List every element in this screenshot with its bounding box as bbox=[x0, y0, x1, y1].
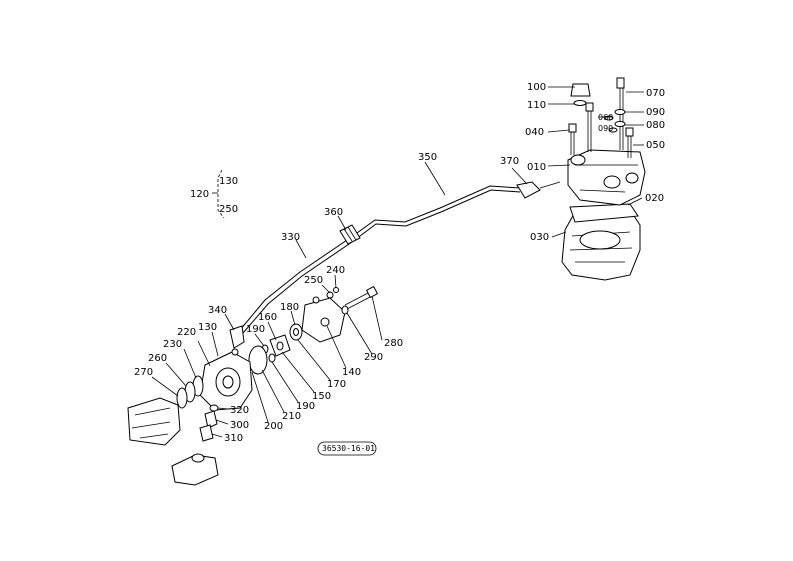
label-290: 290 bbox=[364, 352, 383, 363]
pump-body bbox=[127, 348, 253, 486]
label-210: 210 bbox=[282, 411, 301, 422]
label-130b: 130 bbox=[198, 322, 217, 333]
label-090b: 090 bbox=[598, 124, 613, 133]
label-140: 140 bbox=[342, 367, 361, 378]
label-370: 370 bbox=[500, 156, 519, 167]
label-220: 220 bbox=[177, 327, 196, 338]
label-100: 100 bbox=[527, 82, 546, 93]
label-260: 260 bbox=[148, 353, 167, 364]
label-350: 350 bbox=[418, 152, 437, 163]
label-330: 330 bbox=[281, 232, 300, 243]
label-120: 120 bbox=[190, 189, 209, 200]
label-020: 020 bbox=[645, 193, 664, 204]
label-310: 310 bbox=[224, 433, 243, 444]
label-050: 050 bbox=[646, 140, 665, 151]
diagram-code: 36530-16-01 bbox=[322, 444, 375, 453]
part-labels: 100 110 070 090 060 090 080 040 050 010 … bbox=[134, 82, 665, 444]
label-110: 110 bbox=[527, 100, 546, 111]
label-090a: 090 bbox=[646, 107, 665, 118]
pump-parts bbox=[248, 285, 379, 375]
label-130a: 130 bbox=[219, 176, 238, 187]
label-010: 010 bbox=[527, 162, 546, 173]
label-250b: 250 bbox=[304, 275, 323, 286]
diagram-code-box: 36530-16-01 bbox=[317, 441, 377, 456]
label-070: 070 bbox=[646, 88, 665, 99]
label-230: 230 bbox=[163, 339, 182, 350]
valve-block-assembly bbox=[561, 77, 646, 281]
label-320: 320 bbox=[230, 405, 249, 416]
leader-lines bbox=[151, 86, 644, 438]
label-250a: 250 bbox=[219, 204, 238, 215]
label-190b: 190 bbox=[296, 401, 315, 412]
label-190a: 190 bbox=[246, 324, 265, 335]
label-160: 160 bbox=[258, 312, 277, 323]
label-280: 280 bbox=[384, 338, 403, 349]
label-080: 080 bbox=[646, 120, 665, 131]
label-150: 150 bbox=[312, 391, 331, 402]
label-360: 360 bbox=[324, 207, 343, 218]
pipe-assembly bbox=[229, 181, 561, 349]
label-240: 240 bbox=[326, 265, 345, 276]
label-200: 200 bbox=[264, 421, 283, 432]
label-300: 300 bbox=[230, 420, 249, 431]
label-340: 340 bbox=[208, 305, 227, 316]
label-030: 030 bbox=[530, 232, 549, 243]
label-170: 170 bbox=[327, 379, 346, 390]
label-180: 180 bbox=[280, 302, 299, 313]
label-040: 040 bbox=[525, 127, 544, 138]
label-060: 060 bbox=[598, 113, 613, 122]
label-270: 270 bbox=[134, 367, 153, 378]
